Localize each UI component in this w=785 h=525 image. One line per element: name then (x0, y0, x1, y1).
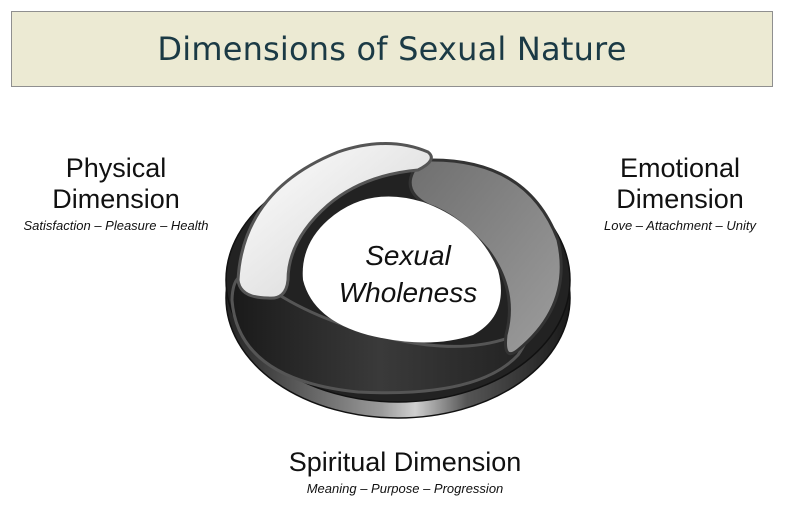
physical-dimension-name-line1: Physical (65, 153, 167, 183)
title-bar: Dimensions of Sexual Nature (11, 11, 773, 87)
spiritual-dimension-subtitle: Meaning – Purpose – Progression (306, 481, 504, 496)
physical-segment (236, 142, 433, 300)
center-label-line1: Sexual (365, 240, 451, 271)
physical-dimension-label: Physical Dimension Satisfaction – Pleasu… (0, 153, 232, 233)
center-label: Sexual Wholeness (318, 237, 498, 311)
spiritual-dimension-label: Spiritual Dimension Meaning – Purpose – … (250, 447, 560, 496)
emotional-dimension-name-line1: Emotional (619, 153, 741, 183)
emotional-dimension-label: Emotional Dimension Love – Attachment – … (582, 153, 778, 233)
emotional-segment (408, 158, 563, 356)
page-title: Dimensions of Sexual Nature (157, 30, 627, 68)
emotional-dimension-name-line2: Dimension (616, 184, 744, 214)
spiritual-dimension-name: Spiritual Dimension (288, 447, 522, 477)
wholeness-ring-diagram (225, 142, 571, 419)
center-label-line2: Wholeness (338, 277, 478, 308)
physical-dimension-name-line2: Dimension (52, 184, 180, 214)
emotional-dimension-subtitle: Love – Attachment – Unity (604, 218, 756, 233)
ring-inner-hole (302, 196, 501, 343)
physical-dimension-subtitle: Satisfaction – Pleasure – Health (23, 218, 209, 233)
